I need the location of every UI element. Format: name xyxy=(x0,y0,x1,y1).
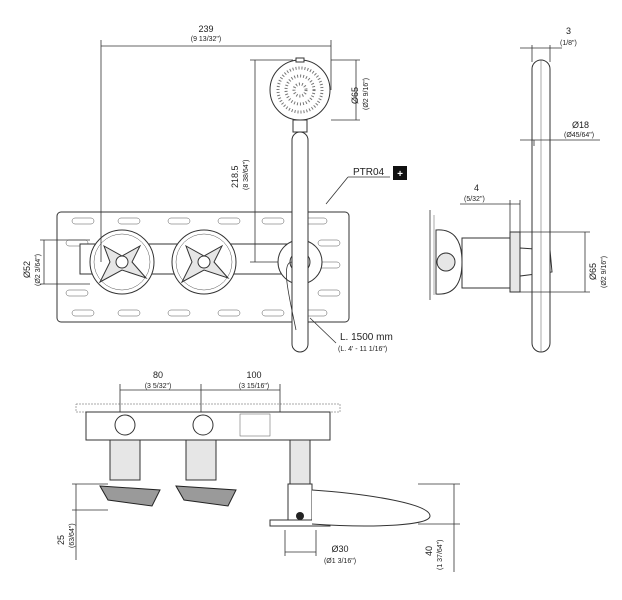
dim-218-value: 218.5 xyxy=(230,165,240,188)
dim-head-value: Ø65 xyxy=(350,87,360,104)
dim-80-imperial: (3 5/32") xyxy=(145,383,172,390)
dim-hose-value: L. 1500 mm xyxy=(340,332,393,343)
dim-40-imperial: (1 37/64") xyxy=(437,539,444,570)
dim-hose-imperial: (L. 4' - 11 1/16") xyxy=(338,346,387,353)
dim-side65-imperial: (Ø2 9/16") xyxy=(601,256,608,288)
side-trim-plate xyxy=(509,231,521,293)
shower-handle xyxy=(291,131,309,353)
plan-shower xyxy=(311,489,431,527)
dim-side65-value: Ø65 xyxy=(588,263,598,280)
dim-40-value: 40 xyxy=(424,546,434,556)
dim-25-imperial: (63/64") xyxy=(69,523,76,548)
dim-3-imperial: (1/8") xyxy=(560,40,577,47)
plan-dimension-lines xyxy=(72,384,460,572)
dim-25-value: 25 xyxy=(56,535,66,545)
side-dimension-lines xyxy=(460,45,600,293)
plan-view xyxy=(75,403,431,527)
dim-18-value: Ø18 xyxy=(572,120,589,130)
dim-218-imperial: (8 38/64") xyxy=(243,159,250,190)
dim-30-value: Ø30 xyxy=(331,544,348,554)
dim-100-value: 100 xyxy=(246,370,261,380)
dim-52-imperial: (Ø2 3/64") xyxy=(35,254,42,286)
dim-4-imperial: (5/32") xyxy=(464,196,485,203)
dim-100-imperial: (3 15/16") xyxy=(239,383,270,390)
dim-18-imperial: (Ø45/64") xyxy=(564,132,594,139)
plan-right-handle xyxy=(175,485,237,507)
side-view xyxy=(429,59,553,353)
plan-left-handle xyxy=(99,485,161,507)
shower-hose xyxy=(286,261,297,331)
dim-4-value: 4 xyxy=(474,183,479,193)
front-dimension-lines xyxy=(40,40,390,344)
dim-52-value: Ø52 xyxy=(22,261,32,278)
dim-3-value: 3 xyxy=(566,26,571,36)
dim-head-imperial: (Ø2 9/16") xyxy=(363,78,370,110)
dim-30-imperial: (Ø1 3/16") xyxy=(324,558,356,565)
dim-239-imperial: (9 13/32") xyxy=(191,36,222,43)
front-view xyxy=(56,57,350,353)
plus-icon xyxy=(393,166,407,180)
callout-code: PTR04 xyxy=(353,167,385,178)
plus-icon-glyph: + xyxy=(397,169,403,180)
dim-239-value: 239 xyxy=(198,24,213,34)
dim-80-value: 80 xyxy=(153,370,163,380)
